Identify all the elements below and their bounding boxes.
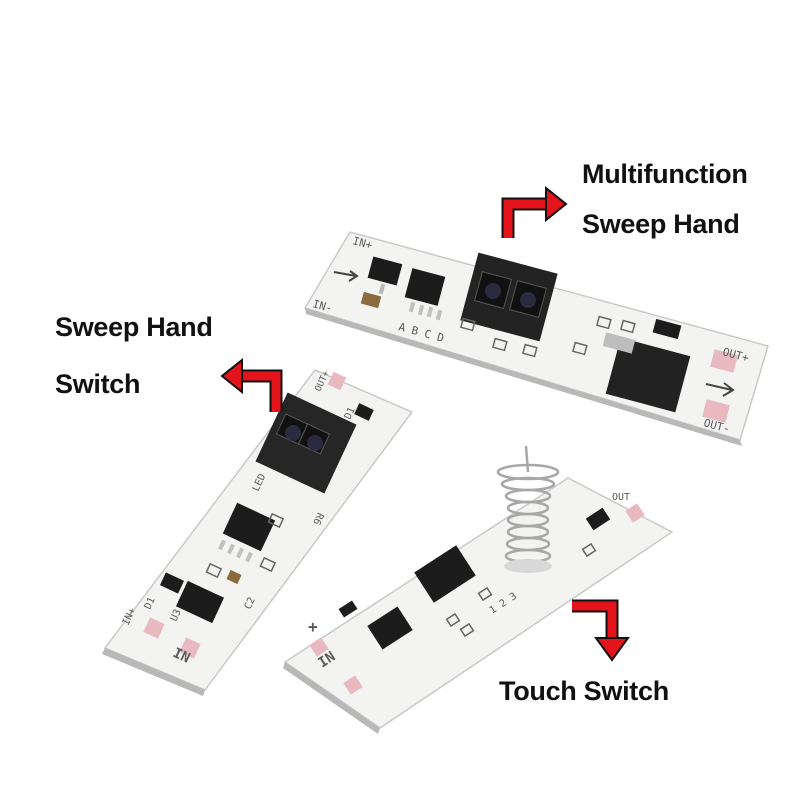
sweep-label-in: IN [170, 645, 192, 667]
sweep-label-u3: U3 [169, 608, 184, 624]
arrow-touch-icon [572, 599, 630, 662]
sweep-hand-board: IN+ IN OUT+ LED R6 D1 U3 C2 D1 [102, 369, 414, 696]
sweep-label-r6: R6 [310, 511, 325, 527]
touch-label-out: OUT [612, 492, 630, 503]
multifunction-label-in-plus: IN+ [351, 234, 374, 252]
sweep-label-d1: D1 [143, 596, 158, 612]
arrow-sweep-icon [220, 357, 283, 412]
touch-label-in: IN [315, 649, 338, 672]
caption-touch-switch: Touch Switch [499, 676, 669, 706]
caption-sweep-line1: Sweep Hand [55, 312, 213, 342]
multifunction-label-in-minus: IN- [311, 297, 334, 315]
caption-multifunction-line2: Sweep Hand [582, 209, 740, 239]
arrow-multifunction-icon [501, 185, 568, 238]
touch-label-plus: + [308, 617, 318, 636]
caption-multifunction-line1: Multifunction [582, 159, 748, 189]
sweep-label-c2: C2 [243, 596, 258, 612]
multifunction-sweep-board: IN+ IN- OUT+ OUT- A B C D [303, 231, 769, 446]
sweep-label-d1-right: D1 [343, 406, 358, 422]
caption-sweep-line2: Switch [55, 369, 141, 399]
touch-switch-board: IN OUT + 1 2 3 [283, 445, 674, 734]
